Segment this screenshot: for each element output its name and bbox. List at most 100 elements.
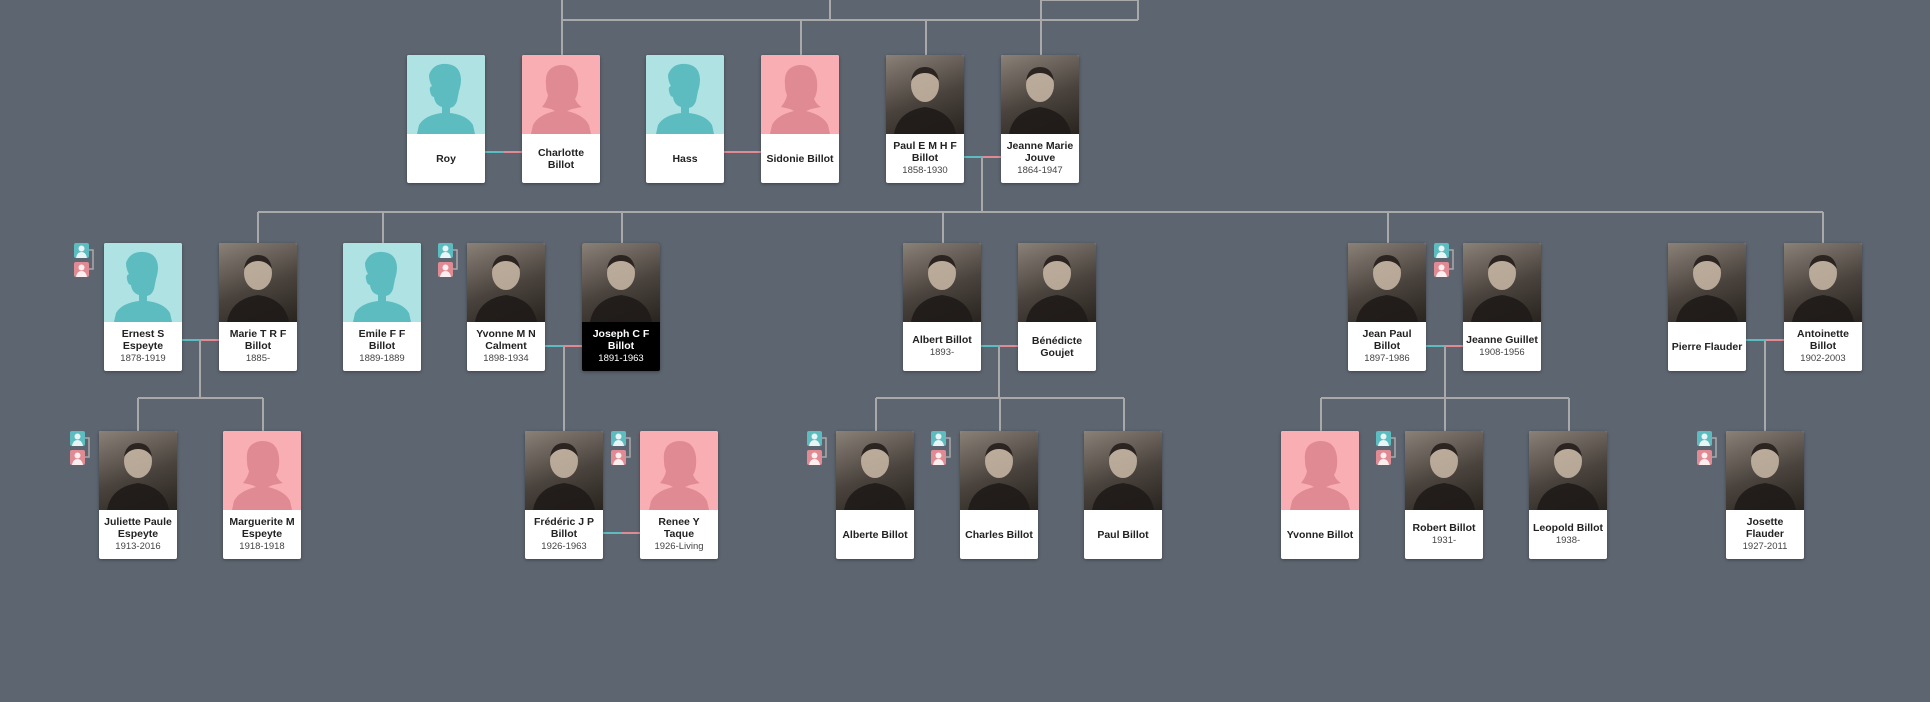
add-mother-icon[interactable] bbox=[931, 450, 946, 465]
add-father-icon[interactable] bbox=[1434, 243, 1449, 258]
add-father-icon[interactable] bbox=[1697, 431, 1712, 446]
avatar bbox=[903, 243, 981, 322]
parent-bracket bbox=[946, 437, 951, 458]
person-dates: 1927-2011 bbox=[1742, 541, 1788, 552]
female-silhouette-icon bbox=[770, 64, 830, 134]
add-mother-icon[interactable] bbox=[70, 450, 85, 465]
person-name: Marguerite M Espeyte bbox=[229, 516, 295, 540]
avatar bbox=[1018, 243, 1096, 322]
person-info: Sidonie Billot bbox=[761, 134, 839, 183]
person-info: Bénédicte Goujet bbox=[1018, 322, 1096, 371]
person-dates: 1926-1963 bbox=[541, 541, 587, 552]
person-card-yvonne[interactable]: Yvonne Billot bbox=[1281, 431, 1359, 559]
add-mother-icon[interactable] bbox=[74, 262, 89, 277]
person-name: Jeanne Marie Jouve bbox=[1006, 140, 1074, 164]
portrait-photo bbox=[844, 443, 906, 510]
add-father-icon[interactable] bbox=[70, 431, 85, 446]
person-card-roy[interactable]: Roy bbox=[407, 55, 485, 183]
avatar bbox=[99, 431, 177, 510]
person-dates: 1878-1919 bbox=[120, 353, 166, 364]
avatar bbox=[1348, 243, 1426, 322]
person-name: Jean Paul Billot bbox=[1362, 328, 1412, 352]
male-silhouette-icon bbox=[656, 63, 714, 134]
person-dates: 1889-1889 bbox=[359, 353, 405, 364]
add-father-icon[interactable] bbox=[438, 243, 453, 258]
parent-bracket bbox=[85, 437, 90, 458]
add-father-icon[interactable] bbox=[1376, 431, 1391, 446]
parent-bracket bbox=[1449, 249, 1454, 270]
avatar-placeholder bbox=[640, 431, 718, 510]
add-father-icon[interactable] bbox=[611, 431, 626, 446]
portrait-photo bbox=[533, 443, 595, 510]
person-info: Alberte Billot bbox=[836, 510, 914, 559]
add-mother-icon[interactable] bbox=[611, 450, 626, 465]
person-card-paul[interactable]: Paul Billot bbox=[1084, 431, 1162, 559]
person-card-sidonie[interactable]: Sidonie Billot bbox=[761, 55, 839, 183]
person-card-hass[interactable]: Hass bbox=[646, 55, 724, 183]
add-father-icon[interactable] bbox=[807, 431, 822, 446]
person-name: Ernest S Espeyte bbox=[121, 328, 165, 352]
add-mother-icon[interactable] bbox=[438, 262, 453, 277]
person-info: Hass bbox=[646, 134, 724, 183]
person-dates: 1938- bbox=[1555, 535, 1581, 546]
avatar bbox=[1668, 243, 1746, 322]
portrait-photo bbox=[1792, 255, 1854, 322]
person-card-pierre[interactable]: Pierre Flauder bbox=[1668, 243, 1746, 371]
female-silhouette-icon bbox=[649, 440, 709, 510]
add-mother-icon[interactable] bbox=[807, 450, 822, 465]
avatar-placeholder bbox=[522, 55, 600, 134]
person-card-charles[interactable]: Charles Billot bbox=[960, 431, 1038, 559]
person-dates: 1931- bbox=[1431, 535, 1457, 546]
parent-bracket bbox=[453, 249, 458, 270]
portrait-photo bbox=[1537, 443, 1599, 510]
person-name: Paul E M H F Billot bbox=[893, 140, 957, 164]
male-silhouette-icon bbox=[353, 251, 411, 322]
person-name: Marie T R F Billot bbox=[229, 328, 287, 352]
avatar-placeholder bbox=[1281, 431, 1359, 510]
avatar bbox=[1001, 55, 1079, 134]
person-info: Charlotte Billot bbox=[522, 134, 600, 183]
avatar bbox=[219, 243, 297, 322]
person-card-charlotte[interactable]: Charlotte Billot bbox=[522, 55, 600, 183]
person-name: Pierre Flauder bbox=[1671, 340, 1743, 353]
person-card-alberte[interactable]: Alberte Billot bbox=[836, 431, 914, 559]
add-mother-icon[interactable] bbox=[1434, 262, 1449, 277]
person-card-benedicte[interactable]: Bénédicte Goujet bbox=[1018, 243, 1096, 371]
avatar-placeholder bbox=[646, 55, 724, 134]
avatar bbox=[1784, 243, 1862, 322]
avatar bbox=[525, 431, 603, 510]
person-name: Bénédicte Goujet bbox=[1031, 334, 1083, 359]
portrait-photo bbox=[1356, 255, 1418, 322]
add-mother-icon[interactable] bbox=[1697, 450, 1712, 465]
add-father-icon[interactable] bbox=[74, 243, 89, 258]
add-father-icon[interactable] bbox=[931, 431, 946, 446]
add-mother-icon[interactable] bbox=[1376, 450, 1391, 465]
female-silhouette-icon bbox=[1290, 440, 1350, 510]
